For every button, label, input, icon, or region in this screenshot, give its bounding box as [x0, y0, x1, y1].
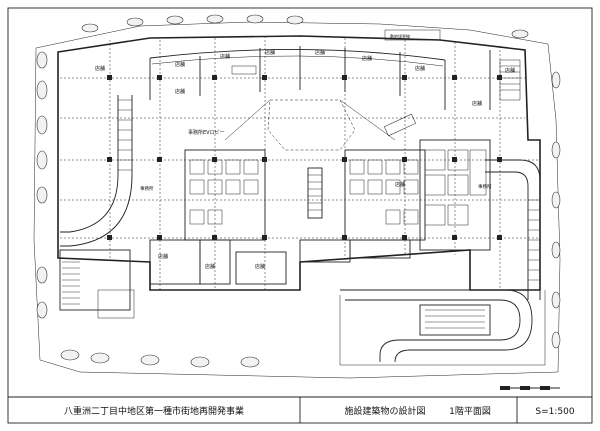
escalator-hatch [308, 174, 322, 211]
lower-drive-loop-outer [340, 289, 533, 363]
left-service-block [59, 249, 131, 311]
room-label: 店舗 [220, 53, 230, 60]
scale-bar [500, 386, 560, 390]
right-core-rooms [424, 149, 487, 226]
central-core-left [184, 149, 266, 241]
room-label: 店舗 [175, 88, 185, 95]
top-right-stair-hatch [500, 65, 520, 91]
room-label: 店舗 [472, 100, 482, 107]
columns [107, 75, 502, 240]
room-label: 店舗 [395, 181, 405, 188]
elevator-hall-label: 事務所EVロビー [188, 129, 225, 136]
left-ramp-hatch [118, 99, 132, 171]
lower-plaza [339, 290, 546, 366]
left-stair-hatch [62, 261, 80, 305]
central-escalator [307, 167, 323, 219]
atrium-diagonal-2 [224, 99, 271, 141]
office-label-left: 事務所 [140, 185, 154, 192]
office-label-right: 事務所 [478, 183, 492, 190]
central-core-right [344, 149, 426, 241]
room-label: 店舗 [265, 49, 275, 56]
lower-right-hatch [425, 309, 485, 329]
drawing-category: 施設建築物の設計図 [344, 405, 425, 417]
lower-right-building [419, 304, 491, 336]
right-core [419, 139, 491, 251]
left-ramp [60, 95, 119, 233]
lower-drive-loop [345, 299, 521, 362]
shop-partitions-top [149, 46, 491, 110]
room-label: 店舗 [362, 55, 372, 62]
room-label: 店舗 [175, 61, 185, 68]
drawing-scale: S=1:500 [535, 407, 574, 417]
shop-partitions-bottom [149, 239, 411, 285]
room-labels: 店舗 店舗 店舗 店舗 店舗 店舗 店舗 店舗 店舗 店舗 店舗 店舗 店舗 店… [95, 33, 515, 270]
tree-row-bottom [60, 349, 260, 368]
right-drive-inner [485, 171, 529, 300]
tree-row-top [81, 14, 529, 39]
legend-label: 敷地境界線 [390, 33, 410, 39]
room-label: 店舗 [205, 263, 215, 270]
top-escalator-2 [383, 113, 417, 137]
room-label: 店舗 [158, 253, 168, 260]
left-lower-room [97, 289, 135, 319]
room-label: 店舗 [255, 263, 265, 270]
arcade-curve-inner [151, 55, 444, 67]
arcade-curve-outer [149, 49, 446, 61]
core-elevators [189, 159, 419, 225]
room-label: 店舗 [95, 65, 105, 72]
project-name: 八重洲二丁目中地区第一種市街地再開発事業 [64, 405, 244, 417]
room-label: 店舗 [505, 67, 515, 74]
top-right-stair [499, 59, 521, 101]
atrium-diagonal [339, 99, 396, 141]
right-drive-outer [485, 159, 541, 300]
top-escalator [231, 65, 257, 75]
atrium [267, 99, 356, 151]
left-ramp-inner [60, 95, 133, 247]
floor-plan-drawing: 店舗 店舗 店舗 店舗 店舗 店舗 店舗 店舗 店舗 店舗 店舗 店舗 店舗 店… [33, 14, 561, 390]
legend-box [384, 29, 441, 41]
room-label: 店舗 [315, 49, 325, 56]
site-boundary [33, 21, 561, 379]
right-drive-hatch [528, 199, 540, 281]
tree-row-left [36, 51, 48, 319]
room-label: 店舗 [415, 65, 425, 72]
tree-row-right [551, 71, 561, 349]
drawing-title: 1階平面図 [449, 406, 491, 417]
